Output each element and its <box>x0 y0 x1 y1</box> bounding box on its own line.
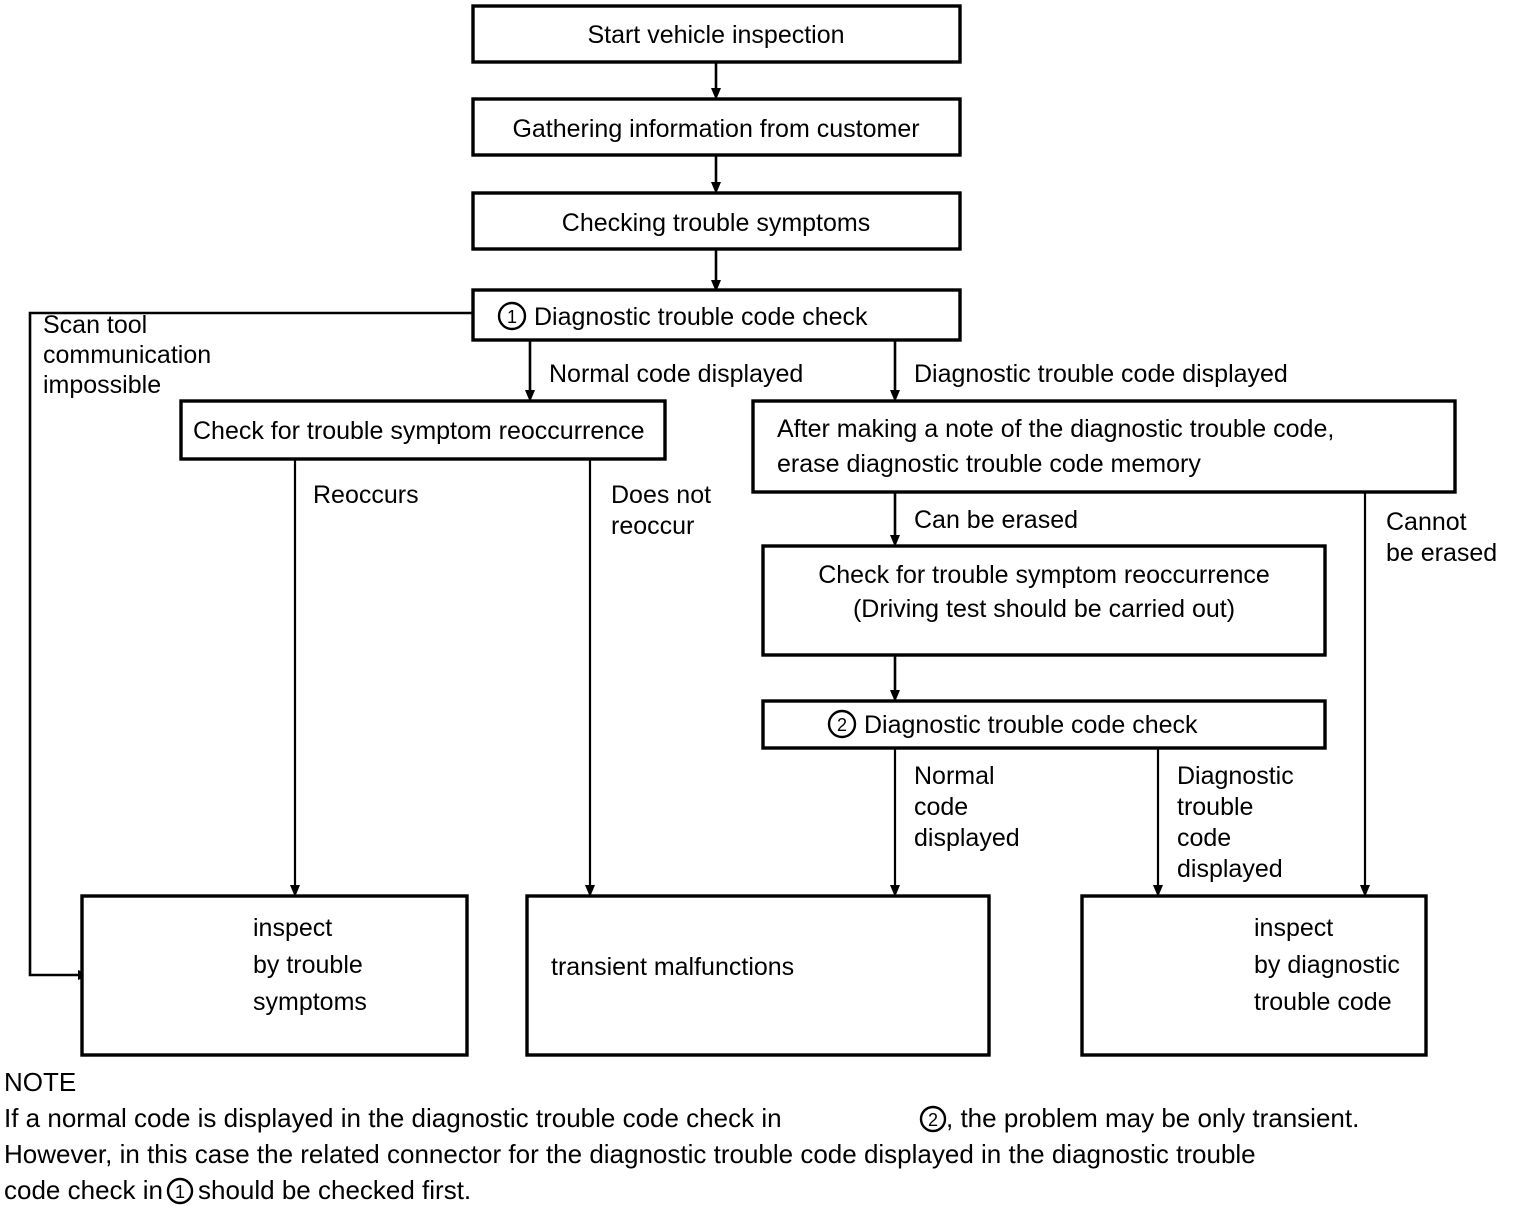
note-line1-marker-2: 2 <box>919 1105 947 1133</box>
label-cannot-be-erased-line2: be erased <box>1386 539 1497 567</box>
node-transient-malfunctions[interactable] <box>525 894 991 1057</box>
label-normal-code-displayed: Normal code displayed <box>549 360 803 388</box>
node-dtc-check-1[interactable] <box>471 288 962 342</box>
arrowhead-gather <box>711 88 721 100</box>
node-gathering-information[interactable] <box>471 97 962 157</box>
arrowhead-dtc2 <box>890 690 900 702</box>
node-inspect-symptoms-line3: symptoms <box>253 988 367 1016</box>
node-dtc-check-1-label: Diagnostic trouble code check <box>534 303 868 331</box>
connectors <box>28 62 1370 980</box>
label-scan-tool-line3: impossible <box>43 371 161 399</box>
label-scan-tool-line1: Scan tool <box>43 311 147 339</box>
dtc-check-1-marker: 1 <box>497 301 527 331</box>
arrowhead-symptoms <box>711 182 721 194</box>
arrowhead-check-reoccurrence-1 <box>525 390 535 402</box>
edge-scan-tool-impossible <box>28 311 473 977</box>
arrowhead-inspect-dtc-left <box>1153 885 1163 897</box>
label-normal-code-2-line3: displayed <box>914 824 1020 852</box>
note-line3-marker-1: 1 <box>166 1177 194 1205</box>
note-line1-marker-number: 2 <box>928 1110 938 1130</box>
label-dtc-2-line4: displayed <box>1177 855 1283 883</box>
label-normal-code-2-line1: Normal <box>914 762 995 790</box>
arrowhead-transient-left <box>585 885 595 897</box>
node-erase-memory-line1: After making a note of the diagnostic tr… <box>777 415 1334 443</box>
note-heading: NOTE <box>4 1067 76 1097</box>
label-normal-code-2-line2: code <box>914 793 968 821</box>
node-start-label: Start vehicle inspection <box>587 21 844 49</box>
note-line1-part-b: , the problem may be only transient. <box>946 1103 1359 1133</box>
note-line-3: code check in 1 should be checked first. <box>4 1175 471 1205</box>
node-inspect-by-trouble-symptoms[interactable] <box>80 894 469 1057</box>
node-inspect-dtc-line1: inspect <box>1254 914 1333 942</box>
node-inspect-symptoms-line1: inspect <box>253 914 332 942</box>
arrowhead-inspect-dtc-right <box>1360 885 1370 897</box>
node-check-reoccurrence-2[interactable] <box>761 544 1327 657</box>
node-dtc-check-2-label: Diagnostic trouble code check <box>864 711 1198 739</box>
label-scan-tool-line2: communication <box>43 341 211 369</box>
dtc-check-1-marker-number: 1 <box>507 307 517 327</box>
node-inspect-dtc-line3: trouble code <box>1254 988 1392 1016</box>
label-cannot-be-erased-line1: Cannot <box>1386 508 1467 536</box>
node-gathering-label: Gathering information from customer <box>512 115 919 143</box>
arrowhead-check-reoccurrence-2 <box>890 535 900 547</box>
label-dtc-displayed: Diagnostic trouble code displayed <box>914 360 1288 388</box>
node-dtc-check-2[interactable] <box>761 699 1327 750</box>
arrowhead-erase-memory <box>890 390 900 402</box>
note-line3-part-b: should be checked first. <box>198 1175 471 1205</box>
dtc-check-2-marker-number: 2 <box>837 715 847 735</box>
label-can-be-erased: Can be erased <box>914 506 1078 534</box>
node-symptoms-label: Checking trouble symptoms <box>562 209 870 237</box>
label-dtc-2-line2: trouble <box>1177 793 1253 821</box>
node-check-reoccurrence-2-line1: Check for trouble symptom reoccurrence <box>818 561 1270 589</box>
arrowhead-dtc1 <box>711 280 721 292</box>
label-does-not-reoccur-line1: Does not <box>611 481 711 509</box>
node-transient-label: transient malfunctions <box>551 953 794 981</box>
dtc-check-2-marker: 2 <box>827 709 857 739</box>
node-start[interactable] <box>471 4 962 64</box>
label-dtc-2-line3: code <box>1177 824 1231 852</box>
node-check-reoccurrence-1[interactable] <box>179 399 667 461</box>
node-check-reoccurrence-2-line2: (Driving test should be carried out) <box>853 595 1235 623</box>
node-inspect-by-diagnostic-trouble-code[interactable] <box>1080 894 1428 1057</box>
note-line-2: However, in this case the related connec… <box>4 1139 1256 1169</box>
note-line1-part-a: If a normal code is displayed in the dia… <box>4 1103 782 1133</box>
node-inspect-symptoms-line2: by trouble <box>253 951 363 979</box>
label-reoccurs: Reoccurs <box>313 481 419 509</box>
note-line-1: If a normal code is displayed in the dia… <box>4 1103 1359 1133</box>
node-check-reoccurrence-1-label: Check for trouble symptom reoccurrence <box>193 417 645 445</box>
node-inspect-dtc-line2: by diagnostic <box>1254 951 1400 979</box>
node-checking-trouble-symptoms[interactable] <box>471 191 962 251</box>
label-dtc-2-line1: Diagnostic <box>1177 762 1294 790</box>
node-erase-dtc-memory[interactable] <box>751 399 1457 494</box>
arrowhead-transient-right <box>890 885 900 897</box>
svg-text:If a normal code is displayed: If a normal code is displayed in the dia… <box>4 1103 782 1133</box>
label-does-not-reoccur-line2: reoccur <box>611 512 694 540</box>
arrowhead-inspect-symptoms-top <box>290 885 300 897</box>
note-line3-part-a: code check in <box>4 1175 163 1205</box>
note-line3-marker-number: 1 <box>175 1182 185 1202</box>
node-erase-memory-line2: erase diagnostic trouble code memory <box>777 450 1201 478</box>
svg-text:code check in: code check in <box>4 1175 163 1205</box>
